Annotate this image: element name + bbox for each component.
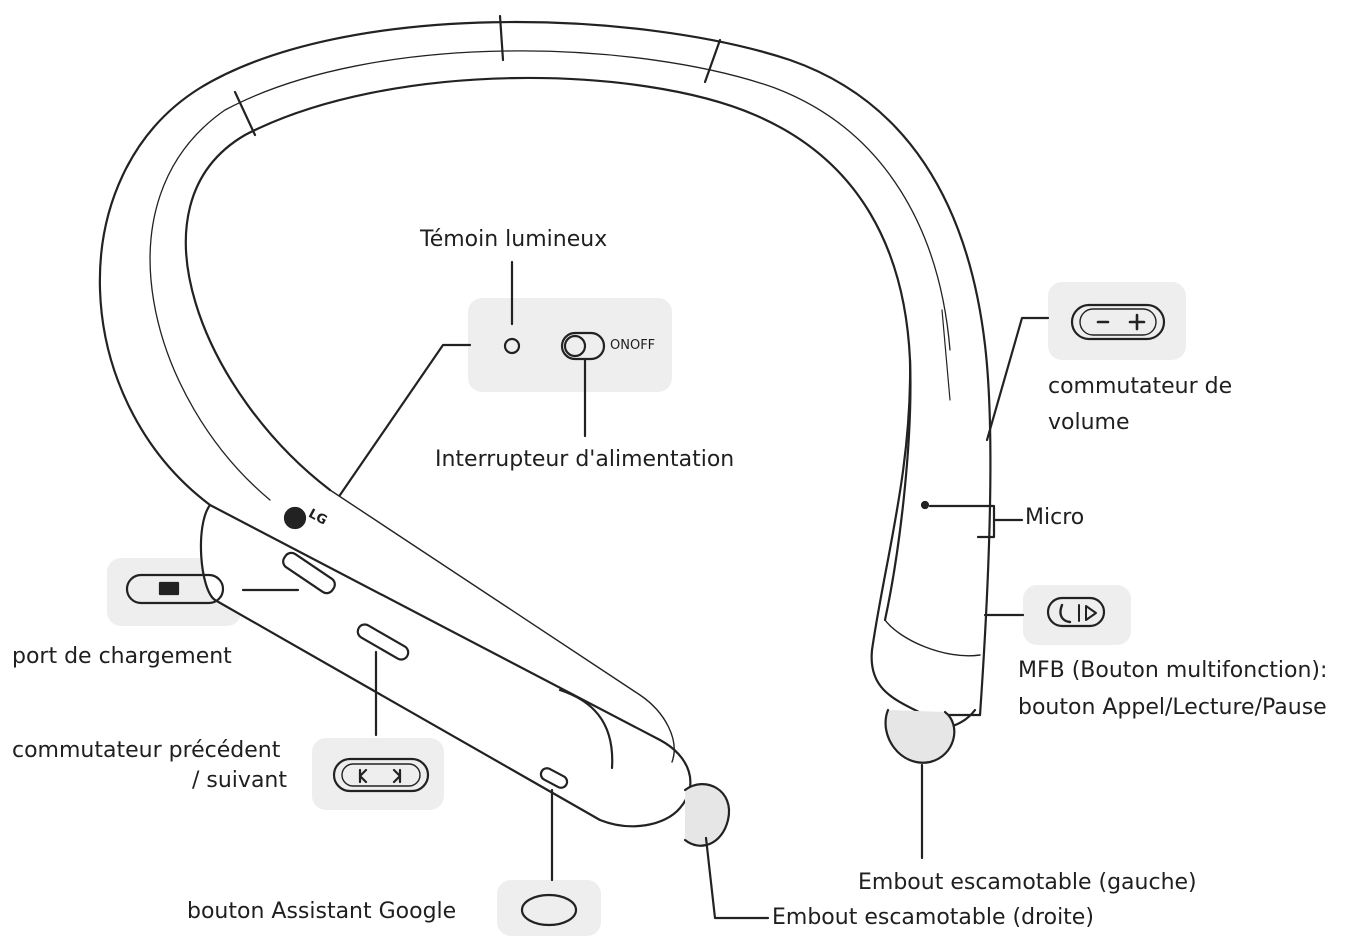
volume-leader <box>985 316 1050 442</box>
assistant-button-slot <box>539 767 569 789</box>
charging-port-label: port de chargement <box>12 644 232 669</box>
mic-label: Micro <box>1025 505 1085 530</box>
prev-next-label-line2: / suivant <box>192 768 287 793</box>
mic-hole <box>920 500 930 510</box>
mfb-label-line2: bouton Appel/Lecture/Pause <box>1018 695 1327 720</box>
google-assistant-button-inset <box>497 880 601 936</box>
prev-next-slot <box>356 623 410 661</box>
indicator-switch-inset <box>468 298 672 392</box>
left-earbud-tip <box>884 708 956 764</box>
earbud-right-leader <box>704 836 770 920</box>
on-off-label: ONOFF <box>610 338 656 353</box>
neckband-inner-edge <box>184 76 912 622</box>
earbud-right-label: Embout escamotable (droite) <box>772 905 1094 930</box>
mfb-button-icon <box>1046 596 1106 628</box>
power-switch-label: Interrupteur d'alimentation <box>435 447 735 472</box>
mic-leader <box>928 504 1024 539</box>
prev-next-switch-icon <box>332 757 430 793</box>
charging-port-icon <box>125 573 225 605</box>
volume-switch-label-line1: commutateur de <box>1048 374 1233 399</box>
right-body-outline <box>870 358 982 717</box>
mfb-button-inset <box>1023 585 1131 645</box>
mfb-label-line1: MFB (Bouton multifonction): <box>1018 658 1328 683</box>
inset-pointer-leader <box>338 343 472 497</box>
right-earbud-tip <box>683 783 731 847</box>
volume-switch-icon <box>1070 303 1166 341</box>
charging-port-slot <box>282 551 336 595</box>
indicator-led-icon <box>503 337 521 355</box>
volume-switch-label-line2: volume <box>1048 410 1130 435</box>
power-switch-icon <box>560 331 606 361</box>
lg-logo-mark <box>283 506 307 530</box>
assistant-button-icon <box>520 893 578 927</box>
google-assistant-label: bouton Assistant Google <box>187 899 457 924</box>
indicator-light-label: Témoin lumineux <box>420 227 608 252</box>
earbud-left-label: Embout escamotable (gauche) <box>858 870 1197 895</box>
prev-next-label-line1: commutateur précédent <box>12 738 281 763</box>
